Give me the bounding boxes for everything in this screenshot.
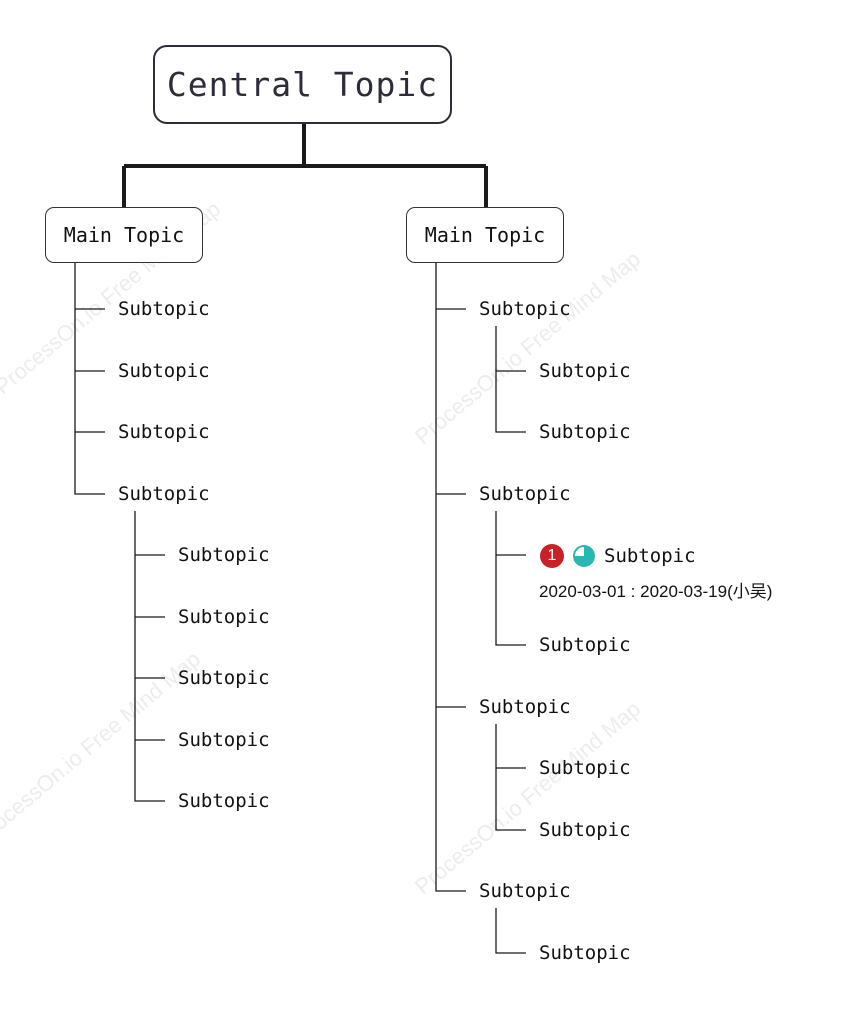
subtopic[interactable]: Subtopic — [479, 298, 571, 320]
subtopic[interactable]: Subtopic — [178, 667, 270, 689]
subtopic[interactable]: Subtopic — [178, 544, 270, 566]
subtopic[interactable]: Subtopic — [539, 634, 631, 656]
subtopic[interactable]: Subtopic — [178, 790, 270, 812]
task-date-range: 2020-03-01 : 2020-03-19(小吴) — [539, 582, 773, 601]
subtopic[interactable]: Subtopic — [539, 819, 631, 841]
main-topic-left[interactable]: Main Topic — [45, 207, 203, 263]
subtopic[interactable]: Subtopic — [178, 729, 270, 751]
subtopic[interactable]: Subtopic — [539, 942, 631, 964]
central-topic[interactable]: Central Topic — [153, 45, 452, 124]
subtopic[interactable]: Subtopic — [539, 757, 631, 779]
subtopic[interactable]: Subtopic — [118, 360, 210, 382]
subtopic[interactable]: Subtopic — [118, 421, 210, 443]
subtopic[interactable]: Subtopic — [479, 696, 571, 718]
subtopic[interactable]: Subtopic — [539, 421, 631, 443]
subtopic[interactable]: Subtopic — [118, 298, 210, 320]
subtopic[interactable]: Subtopic — [539, 360, 631, 382]
subtopic[interactable]: Subtopic — [479, 880, 571, 902]
subtopic[interactable]: Subtopic — [479, 483, 571, 505]
task-subtopic[interactable]: 1 Subtopic — [540, 544, 696, 568]
subtopic[interactable]: Subtopic — [118, 483, 210, 505]
priority-1-icon: 1 — [540, 544, 564, 568]
subtopic: Subtopic — [604, 544, 696, 567]
progress-quarter-icon — [573, 545, 595, 567]
main-topic-right[interactable]: Main Topic — [406, 207, 564, 263]
subtopic[interactable]: Subtopic — [178, 606, 270, 628]
